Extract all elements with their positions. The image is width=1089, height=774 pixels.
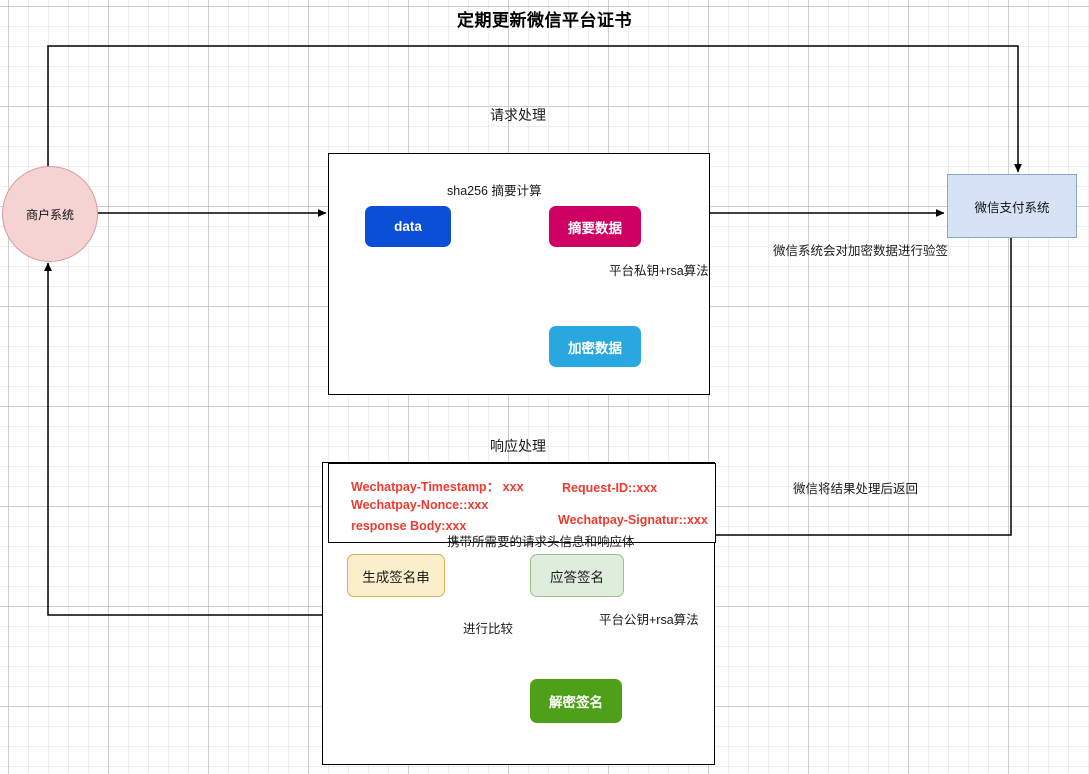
edge-response-to-merchant <box>44 262 322 616</box>
page-title: 定期更新微信平台证书 <box>457 11 632 30</box>
chip-response-sign[interactable]: 应答签名 <box>530 554 624 597</box>
request-processing-panel: sha256 摘要计算 data 摘要数据 平台私钥+rsa算法 加密数据 <box>328 153 710 395</box>
edge-label-verify: 微信系统会对加密数据进行验签 <box>773 244 949 258</box>
wechat-pay-label: 微信支付系统 <box>974 200 1050 215</box>
chip-decrypt-sign[interactable]: 解密签名 <box>530 679 622 723</box>
merchant-system-circle: 商户系统 <box>2 166 98 262</box>
response-headers-caption: 携带所需要的请求头信息和响应体 <box>447 535 635 549</box>
merchant-system-label: 商户系统 <box>25 207 74 222</box>
header-wechatpay-timestamp: Wechatpay-Timestamp： xxx <box>351 480 524 494</box>
section-label-response: 响应处理 <box>490 438 546 454</box>
chip-digest-data[interactable]: 摘要数据 <box>549 206 641 247</box>
section-label-request: 请求处理 <box>490 107 546 123</box>
chip-sign-string[interactable]: 生成签名串 <box>347 554 445 597</box>
response-processing-panel: Wechatpay-Timestamp： xxx Wechatpay-Nonce… <box>322 462 716 765</box>
chip-data[interactable]: data <box>365 206 451 247</box>
header-request-id: Request-ID::xxx <box>562 481 658 495</box>
response-headers-box: Wechatpay-Timestamp： xxx Wechatpay-Nonce… <box>328 463 716 543</box>
sha256-label: sha256 摘要计算 <box>447 184 542 198</box>
edge-label-return: 微信将结果处理后返回 <box>793 482 919 496</box>
wechat-pay-box: 微信支付系统 <box>947 174 1077 238</box>
node-merchant-system[interactable]: 商户系统 <box>2 166 98 262</box>
label-private-key-algo: 平台私钥+rsa算法 <box>609 264 709 278</box>
header-response-body: response Body:xxx <box>351 519 467 533</box>
header-wechatpay-nonce: Wechatpay-Nonce::xxx <box>351 498 489 512</box>
label-public-key-algo: 平台公钥+rsa算法 <box>599 613 699 627</box>
label-compare: 进行比较 <box>463 622 514 636</box>
node-wechat-pay-system[interactable]: 微信支付系统 <box>947 174 1077 238</box>
chip-encrypted-data[interactable]: 加密数据 <box>549 326 641 367</box>
header-wechatpay-signature: Wechatpay-Signatur::xxx <box>558 513 708 527</box>
